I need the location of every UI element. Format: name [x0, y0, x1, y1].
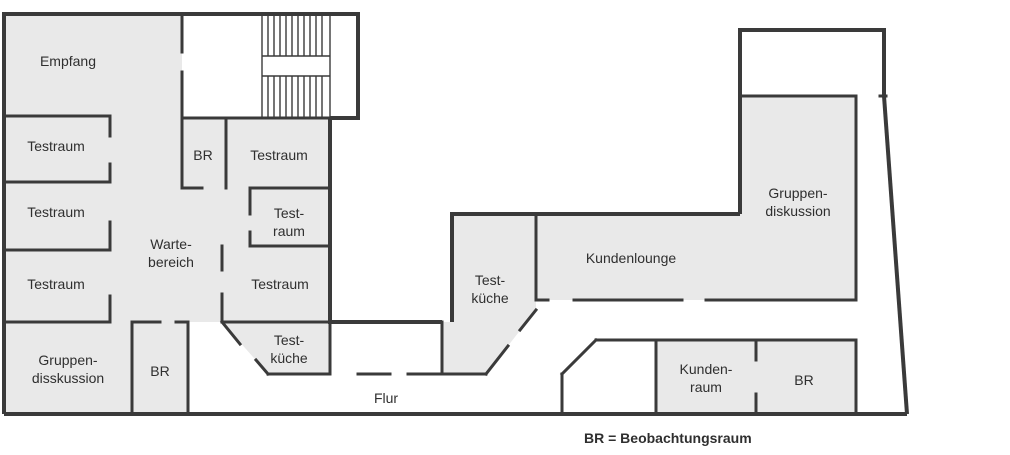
legend-text: BR = Beobachtungsraum	[584, 430, 752, 446]
label-gruppendisk-left-line2: disskussion	[32, 370, 104, 386]
label-br-top: BR	[193, 147, 212, 163]
label-wartebereich-line1: Warte-	[150, 236, 192, 252]
label-gruppendisk-right-line1: Gruppen-	[768, 185, 827, 201]
label-gruppendisk-right-line2: diskussion	[765, 203, 830, 219]
staircase	[261, 14, 331, 118]
label-testkueche-mid-line1: Test-	[475, 272, 506, 288]
label-testkueche-small-line1: Test-	[274, 332, 305, 348]
label-br-bottom-left: BR	[150, 363, 169, 379]
label-testraum-small-line2: raum	[273, 223, 305, 239]
label-testraum-3: Testraum	[27, 276, 85, 292]
label-flur: Flur	[374, 390, 398, 406]
label-testraum-4: Testraum	[250, 147, 308, 163]
label-wartebereich-line2: bereich	[148, 254, 194, 270]
label-testraum-small-line1: Test-	[274, 205, 305, 221]
label-kundenlounge: Kundenlounge	[586, 250, 677, 266]
room-fills	[4, 14, 856, 414]
label-empfang: Empfang	[40, 53, 96, 69]
label-testraum-5: Testraum	[251, 276, 309, 292]
label-testkueche-mid-line2: küche	[471, 290, 509, 306]
label-testraum-1: Testraum	[27, 138, 85, 154]
label-gruppendisk-left-line1: Gruppen-	[38, 352, 97, 368]
label-br-right: BR	[794, 372, 813, 388]
label-kundenraum-line2: raum	[690, 379, 722, 395]
room-labels: Empfang Testraum Testraum Testraum Grupp…	[27, 53, 830, 406]
label-kundenraum-line1: Kunden-	[680, 361, 733, 377]
label-testraum-2: Testraum	[27, 204, 85, 220]
interior-walls	[2, 12, 888, 416]
label-testkueche-small-line2: küche	[270, 350, 308, 366]
